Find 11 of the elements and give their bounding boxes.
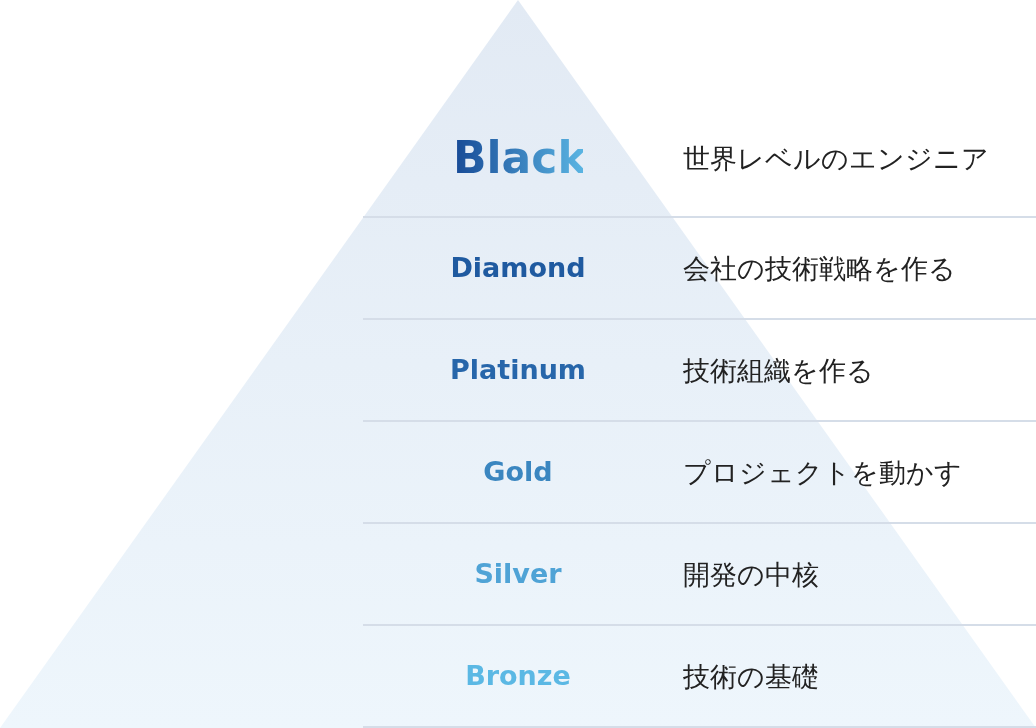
tier-description: 会社の技術戦略を作る bbox=[683, 252, 956, 286]
tier-description: プロジェクトを動かす bbox=[683, 456, 962, 490]
tier-name: Platinum bbox=[449, 354, 587, 386]
tier-name: Gold bbox=[482, 456, 554, 488]
tier-description: 技術の基礎 bbox=[683, 660, 819, 694]
tier-description: 技術組織を作る bbox=[683, 354, 874, 388]
tier-description: 世界レベルのエンジニア bbox=[683, 142, 989, 176]
tier-description: 開発の中核 bbox=[683, 558, 819, 592]
tier-name: Silver bbox=[473, 558, 563, 590]
tier-name: Bronze bbox=[464, 660, 572, 692]
tier-name: Diamond bbox=[449, 252, 587, 284]
